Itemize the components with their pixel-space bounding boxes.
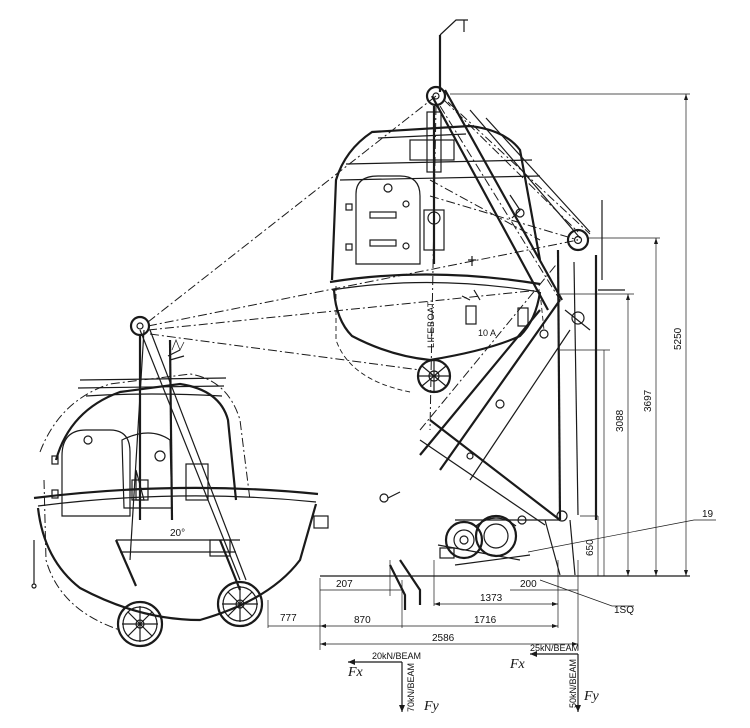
left-fx-label: Fx xyxy=(347,665,364,680)
dim-5250: 5250 xyxy=(673,327,684,350)
dim-1373: 1373 xyxy=(480,593,503,604)
fall-wires xyxy=(129,95,591,431)
left-fy-label: Fy xyxy=(423,699,440,714)
dim-2586: 2586 xyxy=(432,633,455,644)
callout-10a: 10 A xyxy=(478,328,496,338)
left-fx-value: 20kN/BEAM xyxy=(372,651,421,661)
stowed-lifeboat xyxy=(329,106,545,394)
load-right: Fx 25kN/BEAM 50kN/BEAM Fy xyxy=(509,643,600,712)
right-fy-value: 50kN/BEAM xyxy=(568,659,578,708)
load-left: Fx 20kN/BEAM 70kN/BEAM Fy xyxy=(347,651,440,714)
callout-angle-20: 20° xyxy=(170,528,185,539)
dim-1716: 1716 xyxy=(474,615,497,626)
davit-arm xyxy=(379,19,625,610)
callout-19: 19 xyxy=(702,509,714,520)
left-fy-value: 70kN/BEAM xyxy=(406,663,416,712)
dim-200: 200 xyxy=(520,579,537,590)
dim-777: 777 xyxy=(280,613,297,624)
dimension-labels: 207 200 1373 870 1716 777 2586 5250 3697… xyxy=(280,327,684,644)
dim-3697: 3697 xyxy=(643,389,654,412)
dim-3088: 3088 xyxy=(615,409,626,432)
callouts: 19 1SQ 20° 10 A LIFEBOAT xyxy=(170,301,716,616)
hull-marking: LIFEBOAT xyxy=(426,301,436,348)
dim-207: 207 xyxy=(336,579,353,590)
outboard-lifeboat xyxy=(31,329,329,648)
right-fx-label: Fx xyxy=(509,657,526,672)
right-fy-label: Fy xyxy=(583,689,600,704)
callout-1sq: 1SQ xyxy=(614,605,634,616)
right-fx-value: 25kN/BEAM xyxy=(530,643,579,653)
dim-650: 650 xyxy=(585,539,596,556)
dim-870: 870 xyxy=(354,615,371,626)
